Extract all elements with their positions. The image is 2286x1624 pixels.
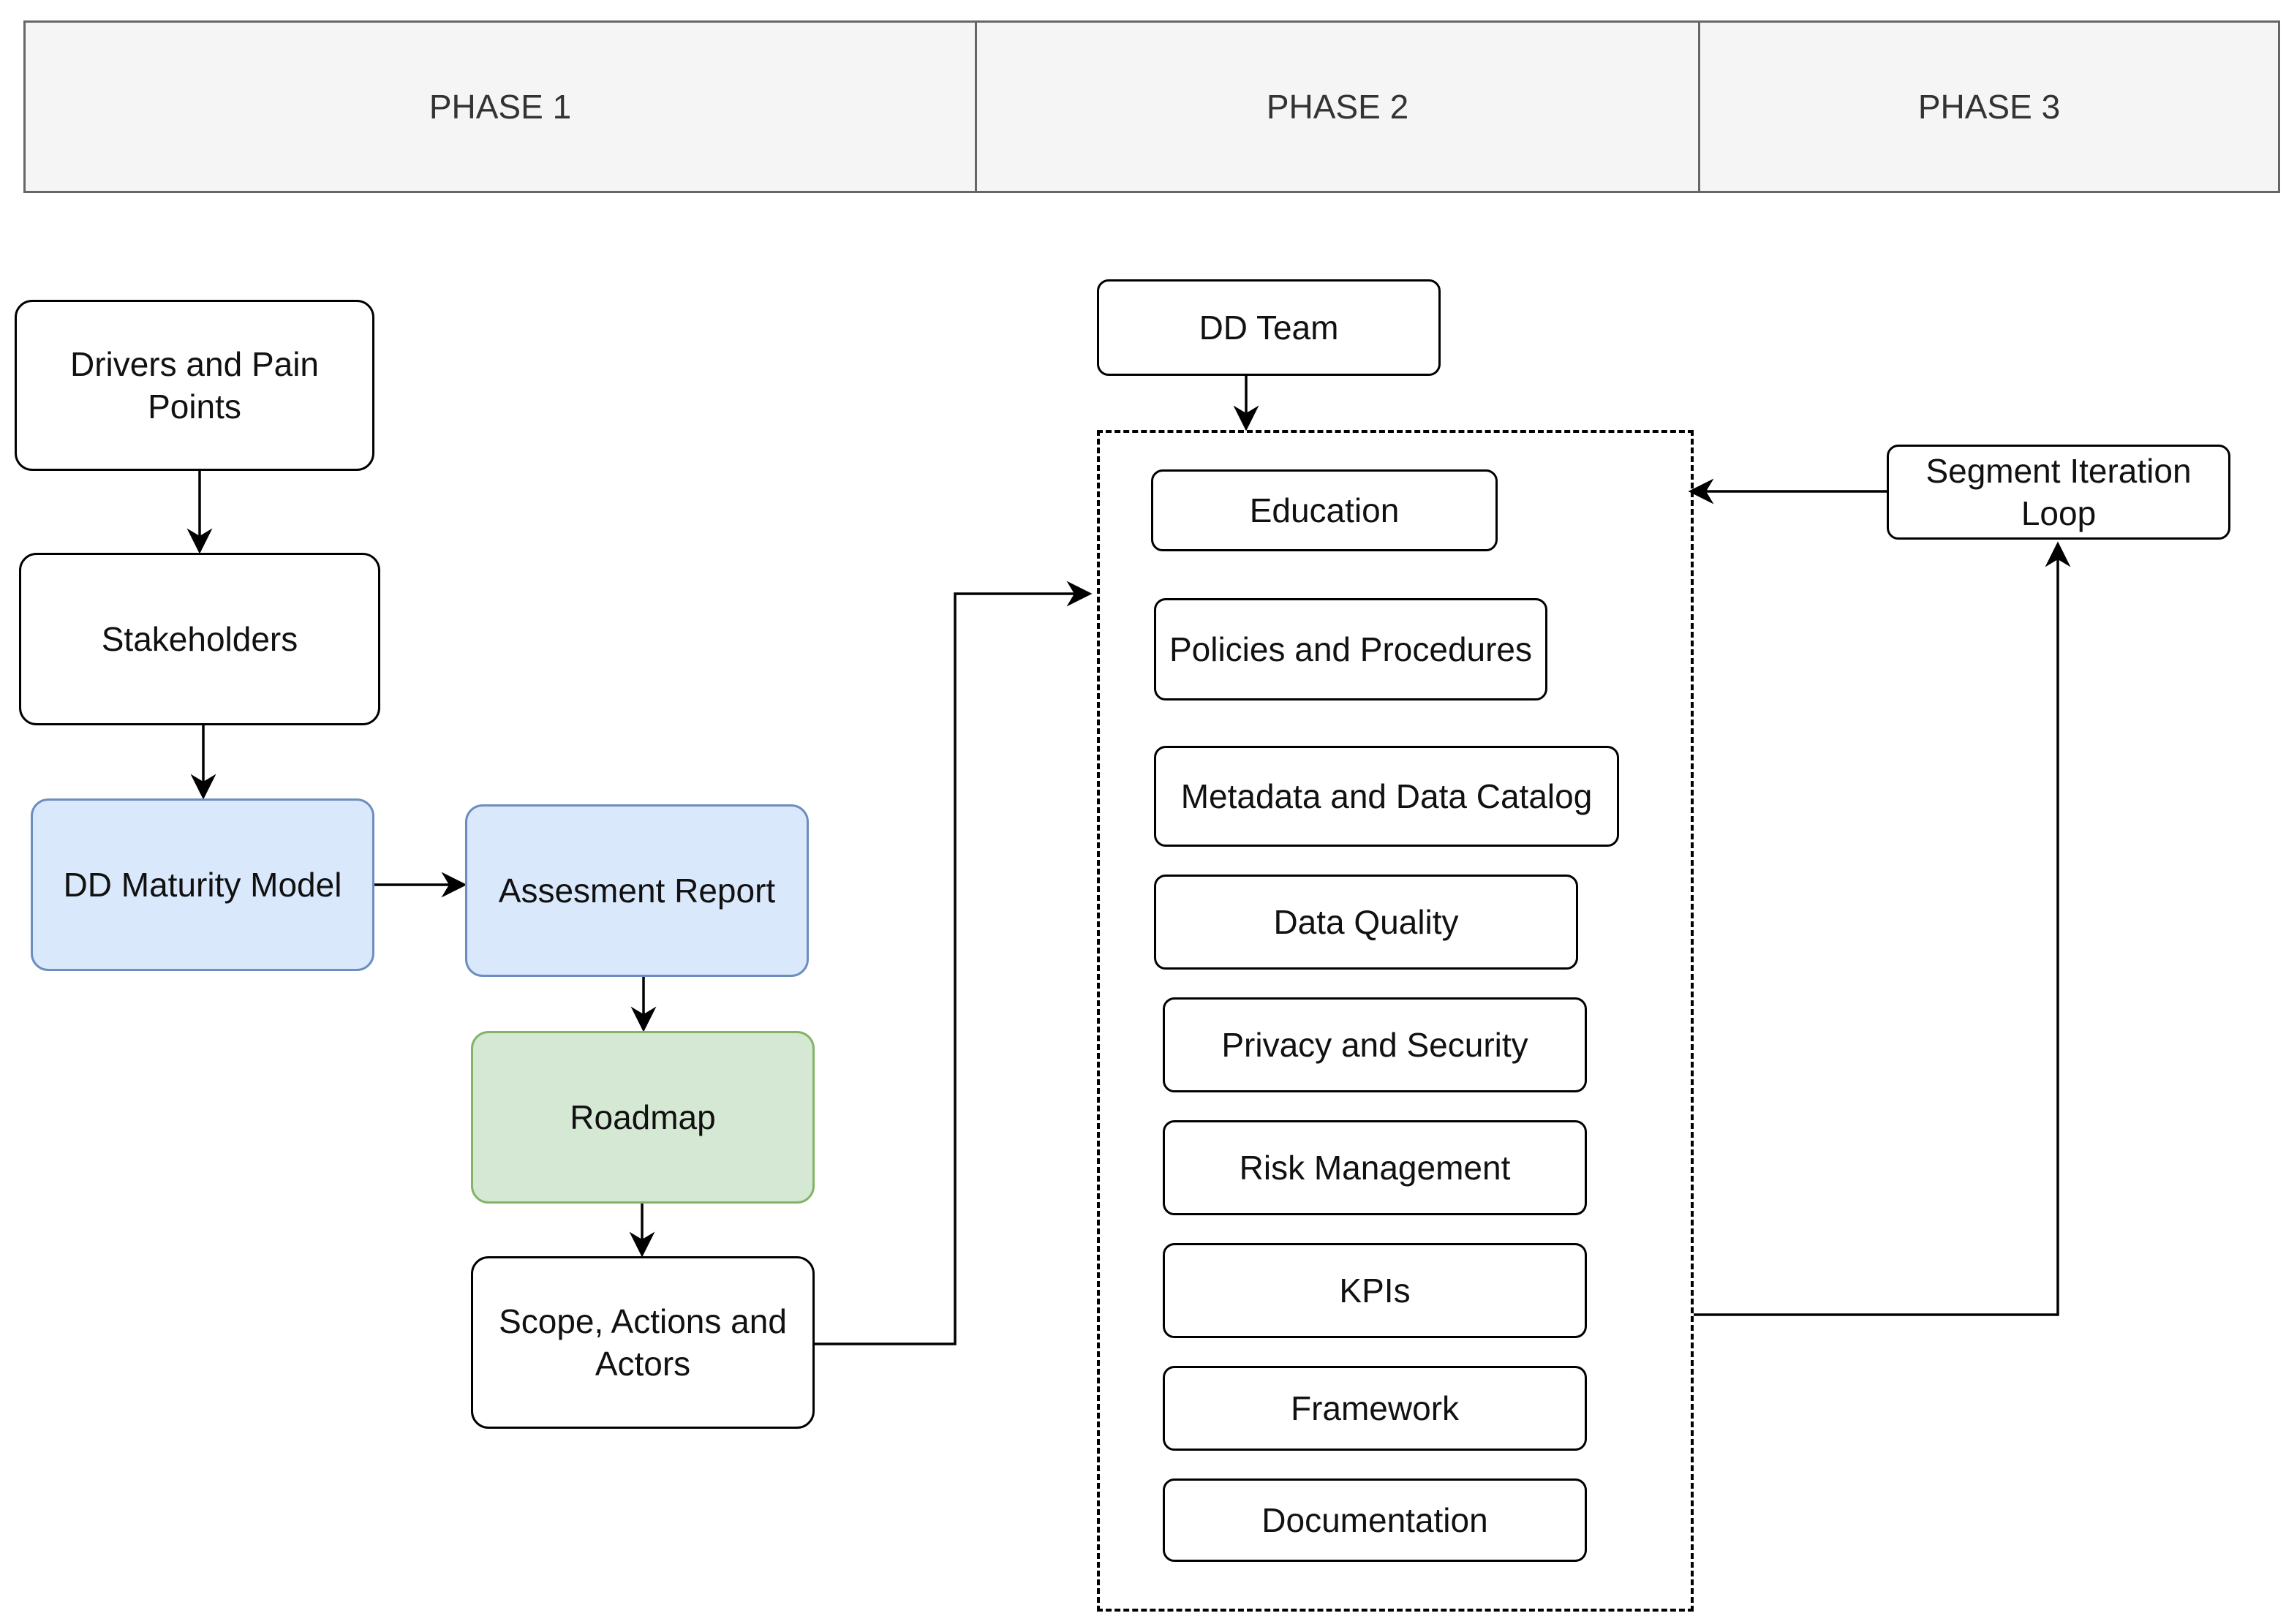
roadmap-label: Roadmap: [570, 1098, 716, 1136]
education-box[interactable]: Education: [1151, 469, 1498, 551]
dd-team-box[interactable]: DD Team: [1097, 279, 1441, 376]
phase-2-header: PHASE 2: [975, 20, 1700, 193]
phase-1-header: PHASE 1: [23, 20, 977, 193]
metadata-and-data-catalog-box[interactable]: Metadata and Data Catalog: [1154, 746, 1619, 847]
risk-management-label: Risk Management: [1239, 1149, 1511, 1187]
edge-scope-to-phase2: [815, 581, 1093, 1345]
risk-management-box[interactable]: Risk Management: [1163, 1120, 1587, 1215]
drivers-and-pain-points-box[interactable]: Drivers and Pain Points: [15, 300, 374, 471]
documentation-box[interactable]: Documentation: [1163, 1478, 1587, 1562]
edge-container-to-loop: [1694, 541, 2071, 1316]
stakeholders-label: Stakeholders: [101, 620, 298, 658]
phase-3-label: PHASE 3: [1917, 88, 2061, 126]
privacy-and-security-box[interactable]: Privacy and Security: [1163, 997, 1587, 1092]
dd-team-label: DD Team: [1199, 309, 1339, 347]
dd-maturity-model-box[interactable]: DD Maturity Model: [31, 798, 374, 971]
framework-box[interactable]: Framework: [1163, 1366, 1587, 1451]
kpis-box[interactable]: KPIs: [1163, 1243, 1587, 1338]
data-quality-box[interactable]: Data Quality: [1154, 875, 1578, 970]
segment-iteration-loop-box[interactable]: Segment Iteration Loop: [1887, 445, 2230, 540]
phase-2-label: PHASE 2: [1266, 88, 1409, 126]
assessment-report-label: Assesment Report: [498, 872, 776, 910]
kpis-label: KPIs: [1339, 1272, 1411, 1310]
phase-2-container: [1097, 430, 1694, 1612]
assessment-report-box[interactable]: Assesment Report: [465, 804, 809, 977]
policies-and-procedures-label: Policies and Procedures: [1169, 630, 1533, 668]
scope-actions-actors-box[interactable]: Scope, Actions and Actors: [471, 1256, 815, 1429]
framework-label: Framework: [1290, 1389, 1460, 1427]
documentation-label: Documentation: [1261, 1501, 1488, 1539]
drivers-and-pain-points-label: Drivers and Pain Points: [69, 345, 320, 426]
data-quality-label: Data Quality: [1273, 903, 1459, 941]
dd-maturity-model-label: DD Maturity Model: [63, 866, 342, 904]
metadata-and-data-catalog-label: Metadata and Data Catalog: [1180, 777, 1593, 815]
education-label: Education: [1249, 491, 1400, 529]
phase-1-label: PHASE 1: [429, 88, 572, 126]
phase-3-header: PHASE 3: [1698, 20, 2280, 193]
policies-and-procedures-box[interactable]: Policies and Procedures: [1154, 598, 1547, 700]
stakeholders-box[interactable]: Stakeholders: [19, 553, 380, 725]
privacy-and-security-label: Privacy and Security: [1221, 1026, 1528, 1064]
roadmap-box[interactable]: Roadmap: [471, 1031, 815, 1204]
scope-actions-actors-label: Scope, Actions and Actors: [499, 1302, 787, 1383]
segment-iteration-loop-label: Segment Iteration Loop: [1925, 452, 2192, 532]
